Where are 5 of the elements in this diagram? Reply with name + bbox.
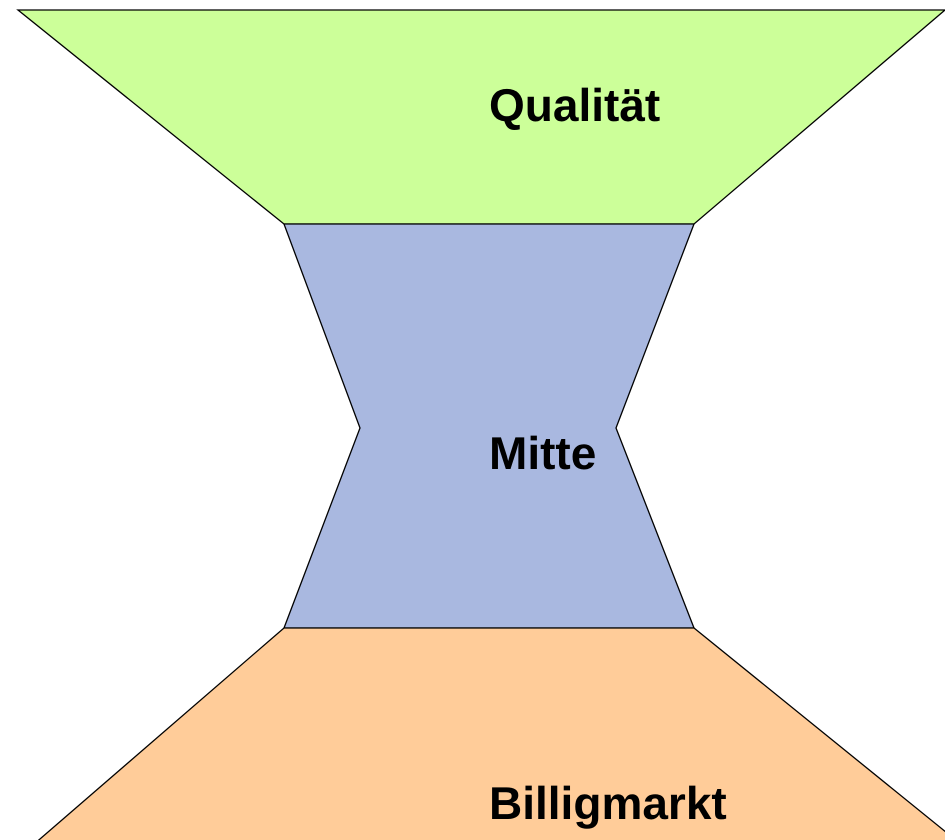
funnel-segment (18, 10, 945, 224)
segment-label: Qualität (489, 80, 660, 131)
funnel-segment (284, 224, 694, 628)
segment-label: Mitte (489, 428, 596, 479)
segment-label: Billigmarkt (489, 778, 727, 829)
